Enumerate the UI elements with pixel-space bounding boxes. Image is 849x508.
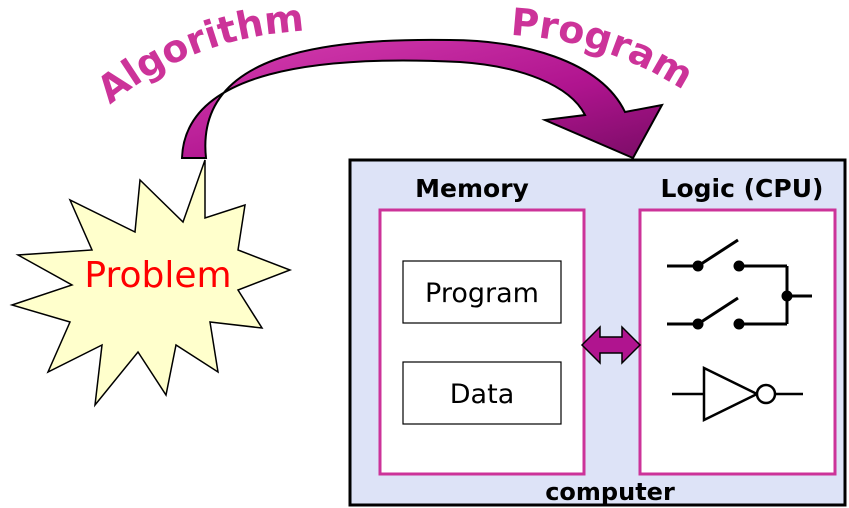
logic-box <box>638 208 837 476</box>
program-box <box>402 260 562 324</box>
computer-label: computer <box>545 478 675 506</box>
program-box-label: Program <box>425 278 539 309</box>
logic-label: Logic (CPU) <box>661 174 824 203</box>
problem-label: Problem <box>84 255 231 296</box>
problem-starburst-icon <box>9 159 293 408</box>
not-gate-icon <box>672 365 803 423</box>
memory-box <box>378 208 586 476</box>
curved-arrow-icon <box>180 38 664 160</box>
program-arrow-label: Program <box>509 0 701 98</box>
data-box-label: Data <box>450 379 514 410</box>
algorithm-label: Algorithm <box>89 0 306 112</box>
switch-circuit-icon <box>667 238 812 330</box>
data-box <box>402 361 562 425</box>
memory-label: Memory <box>415 174 529 203</box>
double-arrow-icon <box>580 325 642 365</box>
